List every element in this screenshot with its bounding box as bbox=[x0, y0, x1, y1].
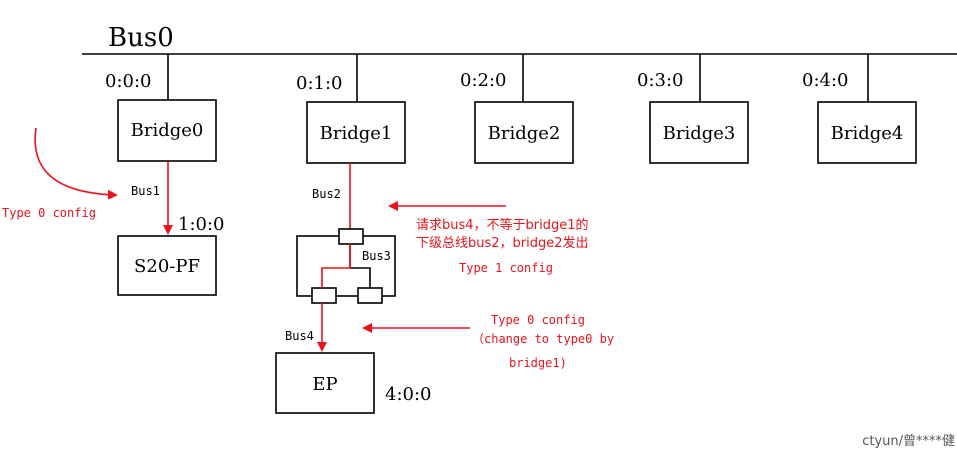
switch-box bbox=[296, 235, 396, 297]
bridge4-label: Bridge4 bbox=[831, 123, 904, 144]
device-addr-1: 0:1:0 bbox=[296, 73, 343, 94]
ep-box bbox=[275, 352, 375, 414]
switch-upstream-port bbox=[338, 228, 364, 245]
device-addr-2: 0:2:0 bbox=[460, 70, 507, 91]
watermark: ctyun/曾****健 bbox=[862, 434, 955, 449]
bus4-label: Bus4 bbox=[285, 329, 314, 343]
bus2-label: Bus2 bbox=[312, 187, 341, 201]
switch-downstream-port-2 bbox=[357, 287, 383, 304]
bridge3-box bbox=[649, 101, 749, 164]
device-addr-0: 0:0:0 bbox=[105, 71, 152, 92]
bridge2-box bbox=[474, 101, 574, 164]
bus3-label: Bus3 bbox=[362, 249, 391, 263]
s20-pf-box bbox=[117, 235, 217, 296]
device-addr-4: 0:4:0 bbox=[802, 70, 849, 91]
bridge0-box bbox=[117, 99, 217, 162]
bus0-title: Bus0 bbox=[108, 23, 174, 53]
type0-right-line3: bridge1) bbox=[509, 356, 567, 370]
request-note-line1: 请求bus4，不等于bridge1的 bbox=[416, 217, 589, 233]
ep-addr: 4:0:0 bbox=[385, 384, 432, 405]
type0-left-label: Type 0 config bbox=[2, 206, 96, 220]
type1-note: Type 1 config bbox=[459, 261, 553, 275]
switch-downstream-port-1 bbox=[311, 287, 337, 304]
ep-label: EP bbox=[312, 374, 337, 395]
bus3-route-line bbox=[321, 244, 351, 288]
request-note-line2: 下级总线bus2，bridge2发出 bbox=[416, 235, 589, 251]
type0-right-line2: （change to type0 by bbox=[472, 332, 614, 346]
bridge1-label: Bridge1 bbox=[320, 123, 393, 144]
s20-addr: 1:0:0 bbox=[178, 214, 225, 235]
bridge3-label: Bridge3 bbox=[663, 123, 736, 144]
s20-pf-label: S20-PF bbox=[134, 256, 200, 277]
bridge0-label: Bridge0 bbox=[131, 120, 204, 141]
type0-left-arrow bbox=[34, 127, 118, 200]
bus1-label: Bus1 bbox=[131, 184, 160, 198]
bridge4-box bbox=[817, 101, 917, 164]
type0-right-line1: Type 0 config bbox=[491, 313, 585, 327]
device-addr-3: 0:3:0 bbox=[637, 70, 684, 91]
bridge2-label: Bridge2 bbox=[488, 123, 561, 144]
bridge1-box bbox=[306, 101, 406, 164]
